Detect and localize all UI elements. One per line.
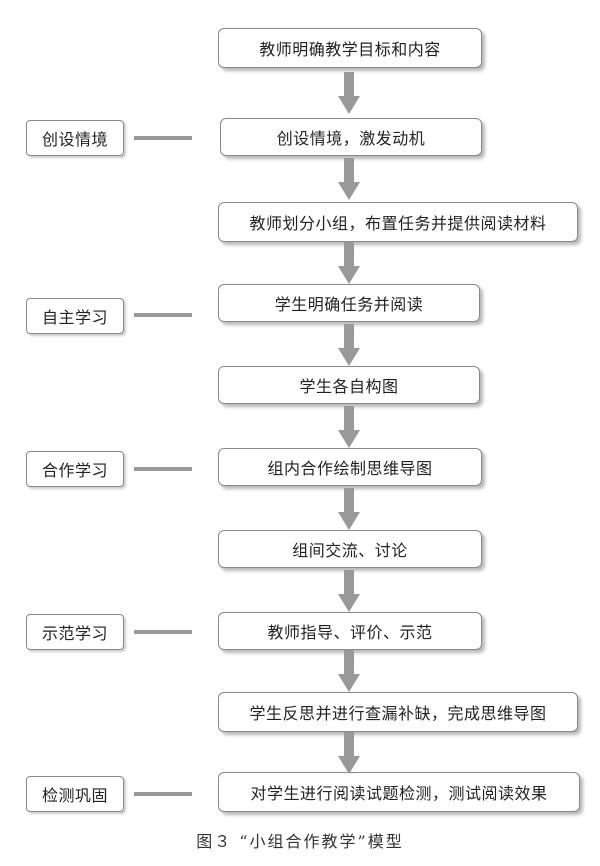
stage-label-5: 检测巩固 — [26, 776, 124, 812]
flow-step-1: 教师明确教学目标和内容 — [218, 28, 482, 68]
figure-caption: 图３ “小组合作教学”模型 — [196, 832, 404, 851]
flow-step-8: 教师指导、评价、示范 — [218, 612, 482, 650]
stage-connector-4 — [134, 630, 192, 634]
stage-label-4: 示范学习 — [26, 614, 124, 650]
down-arrow-4 — [338, 324, 360, 366]
stage-label-2: 自主学习 — [26, 298, 124, 334]
flow-step-10: 对学生进行阅读试题检测，测试阅读效果 — [218, 772, 580, 812]
flow-step-6: 组内合作绘制思维导图 — [218, 448, 482, 486]
down-arrow-6 — [338, 488, 360, 530]
down-arrow-1 — [338, 72, 360, 114]
stage-connector-1 — [134, 136, 192, 140]
stage-label-3: 合作学习 — [26, 451, 124, 487]
stage-connector-2 — [134, 313, 192, 317]
stage-connector-5 — [134, 792, 192, 796]
flow-step-2: 创设情境，激发动机 — [220, 118, 482, 156]
down-arrow-5 — [338, 406, 360, 448]
down-arrow-9 — [338, 732, 360, 774]
flow-step-7: 组间交流、讨论 — [218, 530, 482, 568]
down-arrow-3 — [338, 242, 360, 284]
down-arrow-7 — [338, 570, 360, 612]
down-arrow-8 — [338, 650, 360, 692]
down-arrow-2 — [338, 158, 360, 200]
stage-connector-3 — [134, 467, 192, 471]
flow-step-5: 学生各自构图 — [218, 366, 480, 404]
flow-step-9: 学生反思并进行查漏补缺，完成思维导图 — [218, 692, 578, 732]
stage-label-1: 创设情境 — [26, 120, 124, 156]
flow-step-3: 教师划分小组，布置任务并提供阅读材料 — [218, 202, 578, 242]
flow-step-4: 学生明确任务并阅读 — [218, 284, 480, 322]
